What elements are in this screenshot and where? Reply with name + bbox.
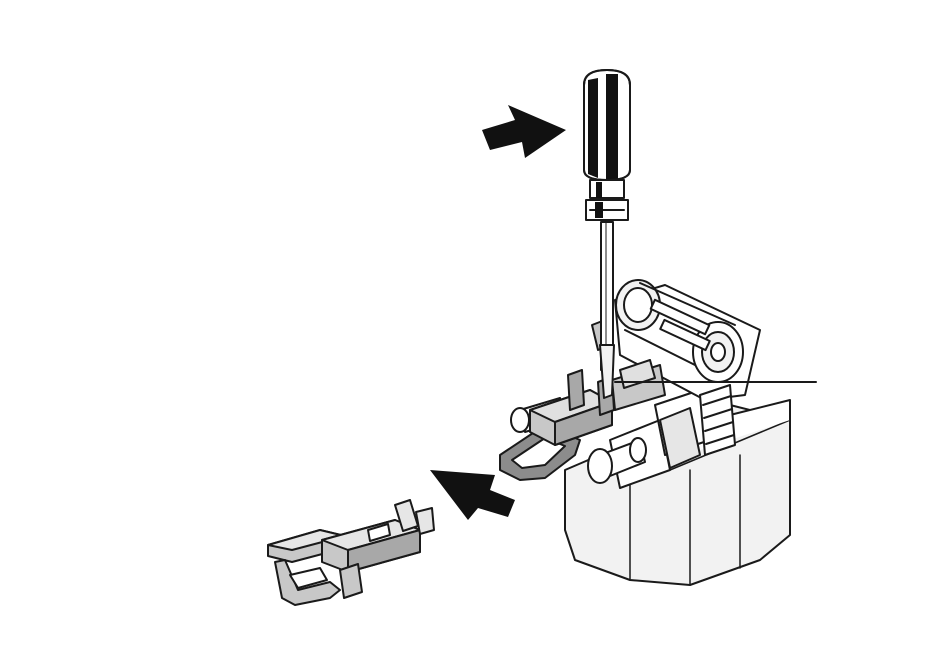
terminal-strip [700, 385, 735, 455]
arrow-left-icon [430, 470, 515, 520]
removed-clip [268, 500, 434, 605]
arrow-right-icon [482, 105, 566, 158]
